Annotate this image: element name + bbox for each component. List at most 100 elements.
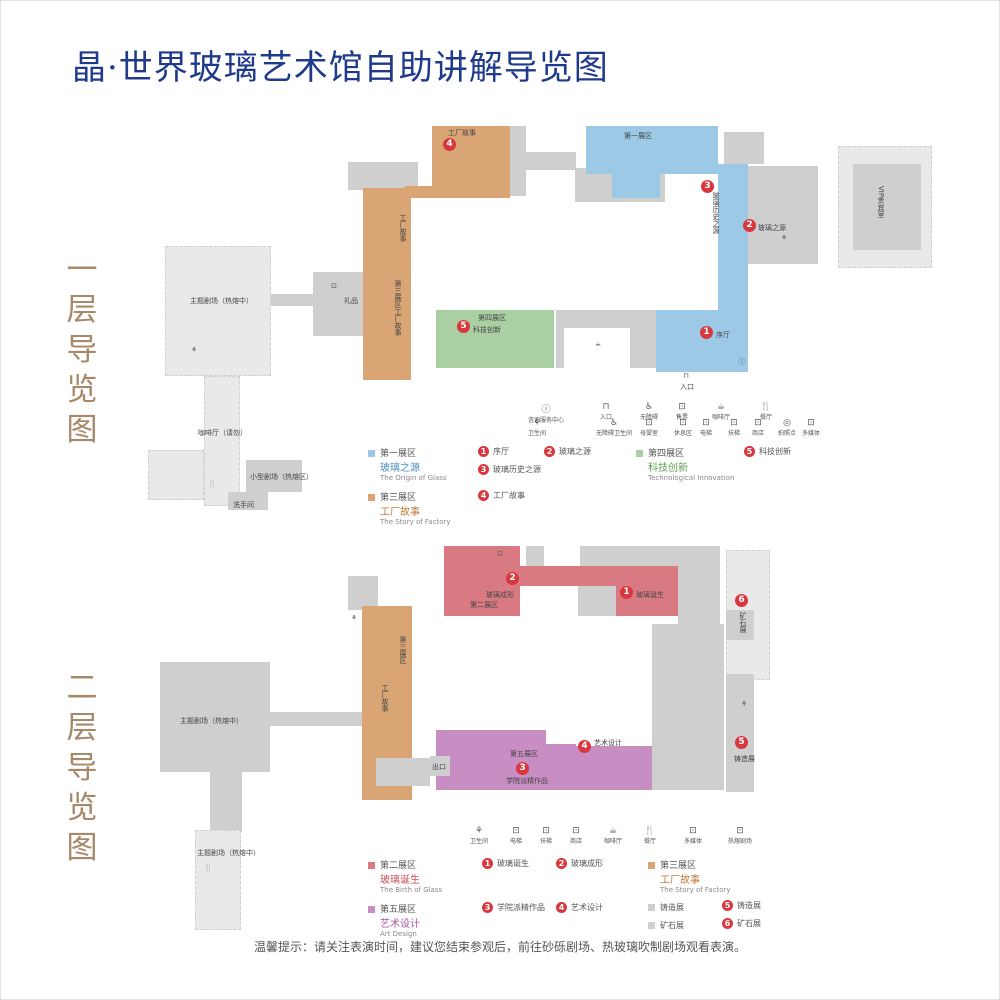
f2-ne-block (678, 566, 720, 626)
f1-fac-12-label: 商店 (752, 430, 765, 437)
f1-hall-south-label: 小型剧场（热熔区） (250, 473, 313, 481)
f2-legend-zone-5-en: Art Design (380, 930, 417, 938)
f1-zone-1-label: 第一展区 (624, 132, 652, 140)
f1-legend-zone-4-en: Technological Innovation (648, 474, 735, 482)
f1-fac-2: ♿无障碍 (640, 402, 658, 421)
f1-legend-zone-1: 第一展区 玻璃之源 The Origin of Glass (368, 446, 447, 482)
f1-legend-zone-1-cn: 玻璃之源 (380, 463, 420, 474)
f2-legend-zone-2-name: 第二展区 (380, 861, 417, 871)
f1-west-hall (165, 246, 271, 376)
f1-stop-1-marker[interactable]: 1 (700, 326, 713, 339)
f1-fac-1-icon: ⊓ (602, 402, 610, 412)
f2-east-b (726, 674, 754, 792)
f2-stop-5-marker[interactable]: 5 (735, 736, 748, 749)
f1-west-corridor (204, 376, 240, 506)
f2-legend-zone-3-en: The Story of Factory (660, 886, 731, 894)
f2-fac-4: ☕咖啡厅 (604, 826, 622, 845)
f2-legend-zone-2-en: The Birth of Glass (380, 886, 443, 894)
f1-vtext-1: 第三展区工厂故事 (394, 280, 402, 336)
f1-stop-4-marker[interactable]: 4 (443, 138, 456, 151)
f1-legend-zone-3-cn: 工厂故事 (380, 507, 420, 518)
f2-fac-7: ⊡热熔剧场 (728, 826, 752, 845)
f2-legend-other-1-swatch (648, 904, 655, 911)
f1-top-block (510, 126, 526, 196)
f2-zone-5-notch (546, 730, 580, 744)
f1-legend-zone-3-name: 第三展区 (380, 493, 417, 503)
f1-stop-4-label: 工厂故事 (448, 129, 476, 137)
f2-vtext-1: 第三展区 (399, 636, 407, 664)
f2-stop-1-label: 玻璃诞生 (636, 591, 664, 599)
f1-fac-9-label: 休息区 (674, 430, 693, 437)
f2-legend-stop-1-marker: 1 (482, 858, 493, 869)
f1-fac-12: ⊡ 商店 (752, 418, 764, 437)
f1-zone-1-south (656, 310, 748, 372)
f1-studio-south (246, 460, 302, 492)
f2-north-gray-a (526, 546, 544, 566)
f1-studio-label: 主题剧场（热熔中） (190, 297, 253, 305)
f2-stop-6-marker[interactable]: 6 (735, 594, 748, 607)
f2-fac-1-icon: ⊡ (512, 826, 520, 836)
f2-fac-1-label: 电梯 (510, 838, 523, 845)
f1-vtext-4: VIP贵宾室 (877, 186, 885, 219)
f2-legend-stop-2-label: 玻璃成形 (571, 859, 603, 868)
f2-legend-other-2-swatch (648, 922, 655, 929)
f1-legend-zone-3: 第三展区 工厂故事 The Story of Factory (368, 490, 451, 526)
f2-south-hall (195, 830, 241, 930)
f1-fac-13-label: 拍照点 (778, 430, 797, 437)
f1-fac-3: ⊡售票 (676, 402, 688, 421)
f1-fac-6: ⚘卫生间 (528, 418, 546, 437)
f1-legend-zone-4-cn: 科技创新 (648, 463, 688, 474)
f2-legend-zone-5: 第五展区 艺术设计 Art Design (368, 902, 420, 938)
f1-cafe-icon: ☕ (594, 340, 602, 348)
f1-stop-2-marker[interactable]: 2 (743, 219, 756, 232)
f2-legend-zone-3-cn: 工厂故事 (660, 875, 700, 886)
f1-stop-5-marker[interactable]: 5 (457, 320, 470, 333)
f1-toilet-label: 洗手间 (233, 501, 254, 509)
f2-west-hall (160, 662, 270, 772)
f1-stop-3-marker[interactable]: 3 (701, 180, 714, 193)
f1-fac-10-label: 电梯 (700, 430, 713, 437)
f1-fac-7: ♿无障碍卫生间 (596, 418, 632, 437)
f1-fac-9-icon: ⊡ (679, 418, 687, 428)
f2-stop-2-marker[interactable]: 2 (506, 572, 519, 585)
f1-stop-1-label: 序厅 (716, 331, 730, 339)
f2-zone-5-east (576, 746, 652, 790)
f2-inner-block (578, 586, 616, 616)
f2-exit-label: 出口 (432, 763, 446, 771)
f1-fac-10: ⊡电梯 (700, 418, 712, 437)
f1-fac-12-icon: ⊡ (754, 418, 762, 428)
f2-stop-4-label: 艺术设计 (594, 739, 622, 747)
page-title: 晶·世界玻璃艺术馆自助讲解导览图 (72, 48, 609, 88)
f2-fac-5: 🍴餐厅 (644, 826, 656, 845)
f2-fac-0-label: 卫生间 (470, 838, 489, 845)
f2-fac-2-icon: ⊡ (542, 826, 550, 836)
f1-legend-stop-1-marker: 1 (478, 446, 489, 457)
f1-fac-5-label: 餐厅 (760, 414, 773, 421)
f2-north-gray-b (580, 546, 720, 566)
f2-fac-4-icon: ☕ (608, 826, 618, 836)
f1-zone-1-north (586, 126, 718, 174)
f2-legend-other-1: 铸造展 (648, 902, 684, 913)
f1-cafe-label: 咖啡厅（请勿） (198, 429, 247, 437)
f1-legend-stop-2-marker: 2 (544, 446, 555, 457)
f1-vtext-3: 玻璃历史之源 (712, 192, 720, 234)
f2-stop-2-label: 玻璃成形 (486, 591, 514, 599)
f2-stop-3-marker[interactable]: 3 (516, 762, 529, 775)
floor-1-label-text: 一层导览图 (66, 252, 98, 448)
floor-2-label: 二层导览图 (62, 668, 102, 868)
f2-legend-zone-3-swatch (648, 862, 655, 869)
f2-legend-zone-2-swatch (368, 862, 375, 869)
f1-legend-zone-1-en: The Origin of Glass (380, 474, 447, 482)
f2-fac-3: ⊡商店 (570, 826, 582, 845)
f1-zone-1-inner (612, 174, 660, 198)
f2-stop-4-marker[interactable]: 4 (578, 740, 591, 753)
f2-east-a (726, 610, 754, 640)
f1-elevator-icon-a: ⊡ (331, 282, 337, 290)
f1-fac-2-label: 无障碍 (640, 414, 659, 421)
f1-top-corridor (510, 152, 576, 170)
f2-stop-1-marker[interactable]: 1 (620, 586, 633, 599)
f2-fac-1: ⊡ 电梯 (510, 826, 522, 845)
